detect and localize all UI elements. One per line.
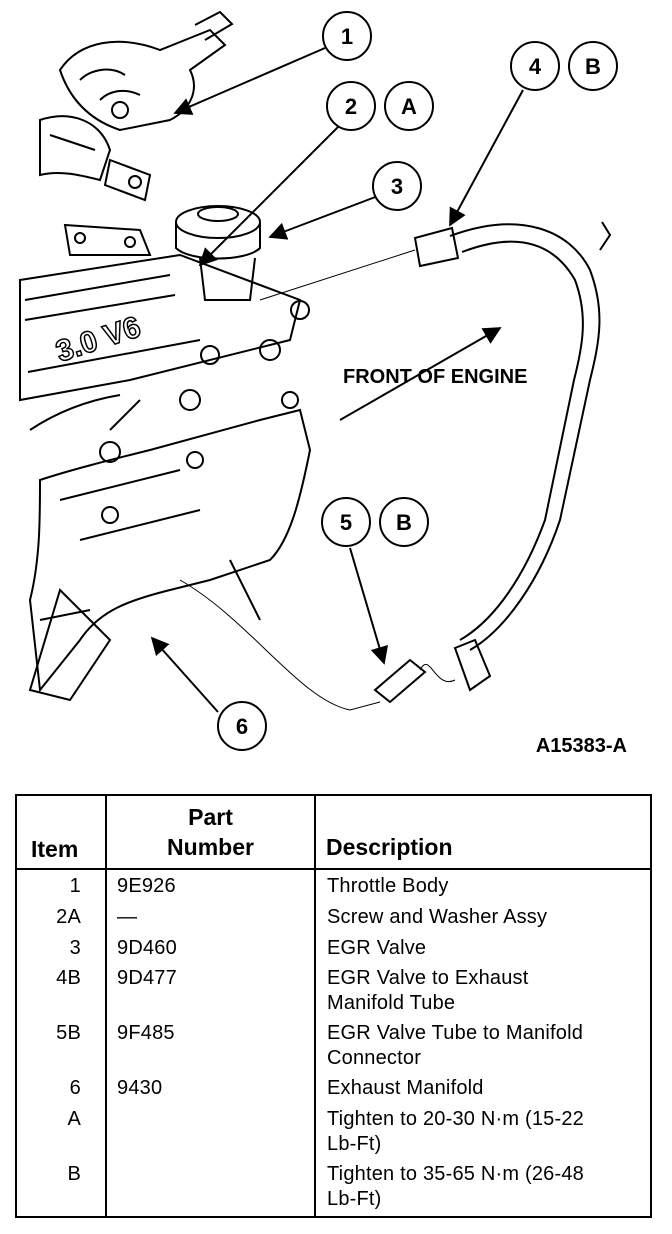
callout-1: 1 (322, 11, 372, 61)
table-cell-description-cont: Connector (327, 1047, 422, 1069)
table-cell-item: A (67, 1108, 81, 1130)
figure-id: A15383-A (536, 735, 627, 757)
svg-text:5: 5 (340, 510, 352, 535)
svg-text:B: B (585, 54, 601, 79)
svg-text:2: 2 (345, 94, 357, 119)
table-cell-part-number: 9D477 (117, 967, 177, 989)
svg-text:4: 4 (529, 54, 542, 79)
table-cell-description: EGR Valve (327, 937, 427, 959)
table-cell-description: Throttle Body (327, 875, 449, 897)
table-cell-part-number: 9D460 (117, 937, 177, 959)
column-divider (105, 796, 107, 1216)
engine-illustration: 3.0 V6 (19, 10, 312, 702)
callout-6: 6 (217, 701, 267, 751)
front-of-engine-label: FRONT OF ENGINE (343, 366, 527, 388)
callout-2: 2 A (326, 81, 434, 131)
svg-text:1: 1 (341, 24, 353, 49)
header-description: Description (326, 834, 453, 860)
table-cell-part-number: — (117, 906, 138, 928)
table-cell-part-number: 9E926 (117, 875, 176, 897)
egr-system-diagram: 3.0 V6 FRONT OF ENGINE (19, 10, 627, 757)
table-cell-description: EGR Valve to Exhaust (327, 967, 529, 989)
table-cell-description: Tighten to 20-30 N·m (15-22 (327, 1108, 585, 1130)
callout-leaders (150, 47, 524, 713)
front-of-engine-indicator: FRONT OF ENGINE (339, 327, 527, 421)
table-cell-part-number: 9430 (117, 1077, 163, 1099)
svg-text:A: A (401, 94, 417, 119)
table-cell-description-cont: Lb-Ft) (327, 1133, 382, 1155)
table-cell-item: 3 (69, 937, 81, 959)
table-cell-description-cont: Manifold Tube (327, 992, 456, 1014)
egr-tube (179, 221, 612, 711)
header-divider (17, 868, 650, 870)
table-cell-item: 6 (69, 1077, 81, 1099)
header-part-line2: Number (167, 834, 254, 860)
callout-3: 3 (372, 161, 422, 211)
svg-text:3: 3 (391, 174, 403, 199)
table-cell-description: EGR Valve Tube to Manifold (327, 1022, 584, 1044)
header-part-line1: Part (188, 804, 233, 830)
table-cell-item: B (67, 1163, 81, 1185)
svg-text:B: B (396, 510, 412, 535)
callout-4: 4 B (510, 41, 618, 91)
table-cell-description-cont: Lb-Ft) (327, 1188, 382, 1210)
callout-5: 5 B (321, 497, 429, 547)
column-divider (314, 796, 316, 1216)
table-cell-description: Screw and Washer Assy (327, 906, 548, 928)
parts-table: Item Part Number Description 1 9E926 Throt… (15, 794, 652, 1218)
header-item: Item (31, 836, 79, 862)
table-cell-item: 4B (56, 967, 81, 989)
table-cell-description: Tighten to 35-65 N·m (26-48 (327, 1163, 585, 1185)
table-cell-part-number: 9F485 (117, 1022, 175, 1044)
table-cell-item: 1 (69, 875, 81, 897)
table-cell-item: 5B (56, 1022, 81, 1044)
table-cell-item: 2A (56, 906, 81, 928)
svg-text:6: 6 (236, 714, 248, 739)
table-cell-description: Exhaust Manifold (327, 1077, 484, 1099)
